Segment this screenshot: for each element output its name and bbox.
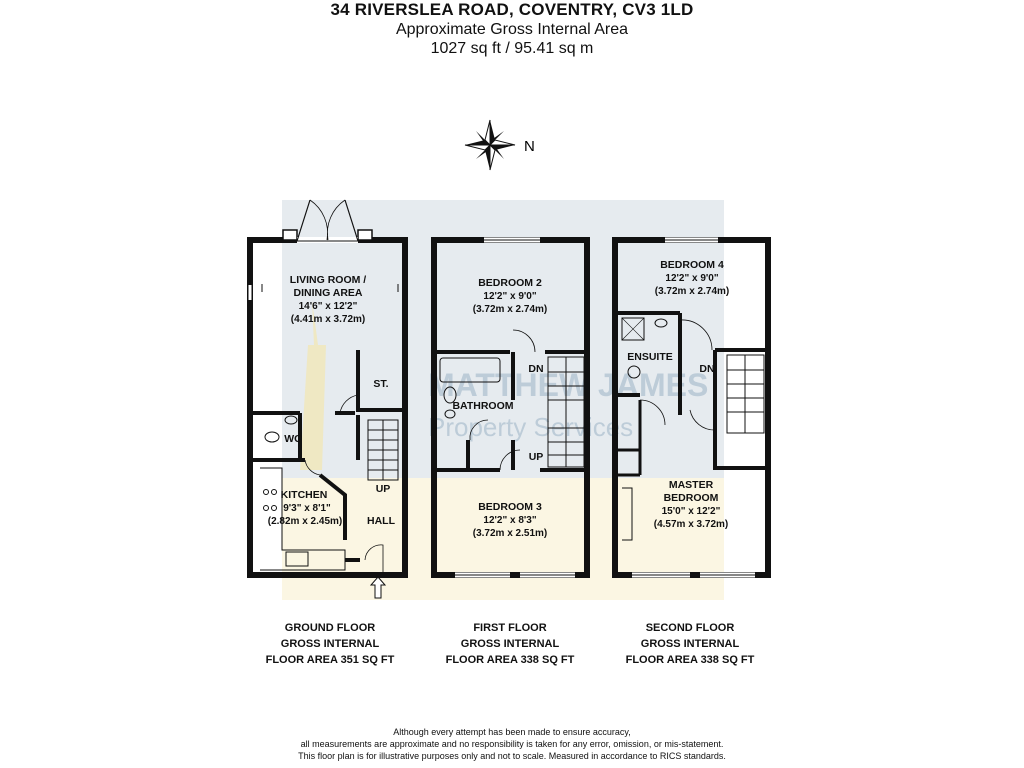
stairs-up-label: UP [376, 483, 391, 495]
first-floor-stairs-up-label: UP [529, 451, 544, 463]
bedroom-2-dimensions-metric: (3.72m x 2.74m) [473, 304, 548, 315]
disclaimer-line1: Although every attempt has been made to … [393, 727, 631, 737]
first-floor-stairs-down-label: DN [528, 363, 543, 375]
plan-header: 34 RIVERSLEA ROAD, COVENTRY, CV3 1LD App… [0, 0, 1024, 58]
first-floor-caption-line1: FIRST FLOOR [473, 622, 547, 634]
bedroom-4-dimensions-imperial: 12'2" x 9'0" [665, 273, 718, 284]
second-floor-stairs-down-label: DN [699, 363, 714, 375]
first-floor-caption: FIRST FLOOR GROSS INTERNAL FLOOR AREA 33… [410, 620, 610, 668]
second-floor-caption-line3: FLOOR AREA 338 SQ FT [625, 654, 755, 666]
first-floor-caption-line2: GROSS INTERNAL [460, 638, 560, 650]
living-room-label-2: DINING AREA [293, 287, 362, 299]
compass-rose-icon [464, 119, 516, 171]
watermark-line1: MATTHEW JAMES [428, 367, 708, 403]
kitchen-dimensions-imperial: 9'3" x 8'1" [283, 503, 331, 514]
master-bedroom-dimensions-metric: (4.57m x 3.72m) [654, 519, 729, 530]
disclaimer-line3: This floor plan is for illustrative purp… [298, 751, 726, 761]
second-floor-plan [612, 237, 771, 578]
second-floor-caption-line1: SECOND FLOOR [645, 622, 735, 634]
living-room-dimensions-metric: (4.41m x 3.72m) [291, 314, 366, 325]
second-floor-caption-line2: GROSS INTERNAL [640, 638, 740, 650]
ground-floor-caption-line1: GROUND FLOOR [284, 622, 376, 634]
first-floor-plan [431, 237, 590, 578]
bedroom-3-dimensions-imperial: 12'2" x 8'3" [483, 515, 536, 526]
living-room-label: LIVING ROOM / [290, 274, 367, 286]
area-subtitle: Approximate Gross Internal Area [395, 21, 629, 38]
ensuite-label: ENSUITE [627, 351, 673, 363]
store-label: ST. [373, 378, 388, 390]
ground-floor-caption: GROUND FLOOR GROSS INTERNAL FLOOR AREA 3… [230, 620, 430, 668]
living-room-dimensions-imperial: 14'6" x 12'2" [299, 301, 358, 312]
bedroom-2-label: BEDROOM 2 [478, 277, 542, 289]
disclaimer: Although every attempt has been made to … [0, 726, 1024, 762]
ground-floor-plan [247, 199, 408, 599]
bedroom-3-dimensions-metric: (3.72m x 2.51m) [473, 528, 548, 539]
bathroom-label: BATHROOM [452, 400, 513, 412]
master-bedroom-label-2: BEDROOM [664, 492, 719, 504]
master-bedroom-dimensions-imperial: 15'0" x 12'2" [662, 506, 721, 517]
second-floor-caption: SECOND FLOOR GROSS INTERNAL FLOOR AREA 3… [590, 620, 790, 668]
watermark-spire [300, 300, 326, 470]
kitchen-label: KITCHEN [281, 489, 328, 501]
hall-label: HALL [367, 515, 396, 527]
disclaimer-line2: all measurements are approximate and no … [300, 739, 724, 749]
bedroom-4-dimensions-metric: (3.72m x 2.74m) [655, 286, 730, 297]
first-floor-caption-line3: FLOOR AREA 338 SQ FT [445, 654, 575, 666]
total-area: 1027 sq ft / 95.41 sq m [430, 40, 594, 57]
ground-floor-caption-line3: FLOOR AREA 351 SQ FT [265, 654, 395, 666]
compass-north-label: N [524, 138, 535, 155]
bedroom-3-label: BEDROOM 3 [478, 501, 542, 513]
watermark-backdrop-lower [282, 478, 724, 600]
bedroom-2-dimensions-imperial: 12'2" x 9'0" [483, 291, 536, 302]
master-bedroom-label: MASTER [669, 479, 714, 491]
kitchen-dimensions-metric: (2.82m x 2.45m) [268, 516, 343, 527]
ground-floor-caption-line2: GROSS INTERNAL [280, 638, 380, 650]
bedroom-4-label: BEDROOM 4 [660, 259, 724, 271]
wc-label: WC [284, 433, 302, 445]
watermark-line2: Property Services [428, 412, 633, 442]
property-address: 34 RIVERSLEA ROAD, COVENTRY, CV3 1LD [330, 0, 694, 19]
